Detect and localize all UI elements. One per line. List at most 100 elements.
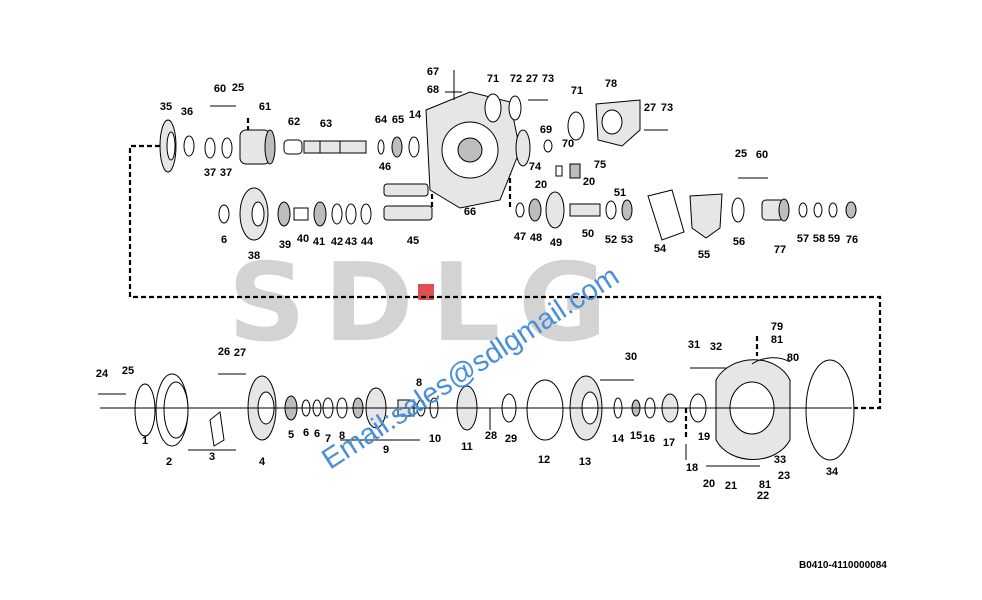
- ring-70: [543, 139, 553, 153]
- lower-assembly: [98, 357, 855, 467]
- ring-52: [605, 200, 617, 220]
- callout-c73a: 73: [542, 73, 554, 85]
- callout-c69: 69: [540, 124, 552, 136]
- callout-c11: 11: [461, 441, 473, 453]
- callout-c61: 61: [259, 101, 271, 113]
- callout-c71b: 71: [571, 85, 583, 97]
- watermark: SDLG: [228, 241, 607, 366]
- sleeve-40: [293, 207, 309, 221]
- callout-c27b: 27: [644, 102, 656, 114]
- ring-37a: [204, 137, 216, 159]
- ring-47: [515, 202, 525, 218]
- callout-c21: 21: [725, 480, 737, 492]
- callout-c42: 42: [331, 236, 343, 248]
- oring-12: [526, 379, 564, 441]
- callout-c27a: 27: [526, 73, 538, 85]
- callout-c25a: 25: [232, 82, 244, 94]
- bearing-48: [528, 198, 542, 222]
- sleeve-62: [283, 139, 303, 155]
- gasket-54: [647, 189, 685, 241]
- callout-c68: 68: [427, 84, 439, 96]
- callout-c64: 64: [375, 114, 388, 126]
- bearing-53: [621, 199, 633, 221]
- callout-c27c: 27: [234, 347, 246, 359]
- callout-c28: 28: [485, 430, 497, 442]
- callout-c44: 44: [361, 236, 374, 248]
- upper-assembly: [159, 70, 857, 241]
- callout-c16: 16: [643, 433, 655, 445]
- ring-42: [331, 203, 343, 225]
- callout-c37b: 37: [220, 167, 232, 179]
- shaft-45: [383, 205, 433, 221]
- callout-c34: 34: [826, 466, 839, 478]
- callout-c75: 75: [594, 159, 606, 171]
- callout-c29: 29: [505, 433, 517, 445]
- callout-c45: 45: [407, 235, 419, 247]
- callout-c20c: 20: [703, 478, 715, 490]
- callout-c79: 79: [771, 321, 783, 333]
- callout-c55: 55: [698, 249, 710, 261]
- callout-c17: 17: [663, 437, 675, 449]
- callout-c43: 43: [345, 236, 357, 248]
- callout-c60b: 60: [756, 149, 768, 161]
- callout-c62: 62: [288, 116, 300, 128]
- callout-c74: 74: [529, 161, 542, 173]
- assembly-connector: [128, 144, 882, 410]
- callout-c25b: 25: [735, 148, 747, 160]
- gear-35-hub: [166, 131, 176, 161]
- callout-c81b: 81: [759, 479, 771, 491]
- plate-71a: [484, 93, 502, 123]
- callout-c66: 66: [464, 206, 476, 218]
- callout-c33: 33: [774, 454, 786, 466]
- callout-c20b: 20: [583, 176, 595, 188]
- callout-c54: 54: [654, 243, 667, 255]
- callout-c80: 80: [787, 352, 799, 364]
- callout-c58: 58: [813, 233, 825, 245]
- callout-c18: 18: [686, 462, 698, 474]
- shaft-50: [569, 203, 601, 217]
- plate-71b: [567, 111, 585, 141]
- ring-57: [798, 202, 808, 218]
- plate-1: [134, 383, 156, 437]
- callout-c35: 35: [160, 101, 172, 113]
- callout-c65: 65: [392, 114, 404, 126]
- ring-37b: [221, 137, 233, 159]
- cover-55: [689, 193, 723, 239]
- ring-64: [377, 139, 385, 155]
- callout-c22: 22: [757, 490, 769, 502]
- bearing-39: [277, 201, 291, 227]
- callout-c67: 67: [427, 66, 439, 78]
- callout-c51: 51: [614, 187, 626, 199]
- bearing-41: [313, 201, 327, 227]
- ring-6a: [218, 204, 230, 224]
- callout-c3: 3: [209, 451, 215, 463]
- callout-c60a: 60: [214, 83, 226, 95]
- callout-c6b: 6: [303, 427, 309, 439]
- callout-c39: 39: [279, 239, 291, 251]
- callout-c19: 19: [698, 431, 710, 443]
- callout-c25c: 25: [122, 365, 134, 377]
- nut-76: [845, 201, 857, 219]
- callout-c5: 5: [288, 429, 294, 441]
- callout-c78: 78: [605, 78, 617, 90]
- callout-c2: 2: [166, 456, 172, 468]
- callout-c53: 53: [621, 234, 633, 246]
- callout-c12: 12: [538, 454, 550, 466]
- callout-c1: 1: [142, 435, 148, 447]
- callout-c4: 4: [259, 456, 266, 468]
- callout-c23: 23: [778, 470, 790, 482]
- callout-c48: 48: [530, 232, 542, 244]
- callout-c6a: 6: [221, 234, 227, 246]
- ring-44: [360, 203, 372, 225]
- shaft-63: [303, 140, 367, 154]
- callout-c63: 63: [320, 118, 332, 130]
- callout-c7: 7: [325, 433, 331, 445]
- callout-c9: 9: [383, 444, 389, 456]
- ring-58: [813, 202, 823, 218]
- callout-c70: 70: [562, 138, 574, 150]
- callout-c14b: 14: [612, 433, 625, 445]
- callout-c52: 52: [605, 234, 617, 246]
- callout-c41: 41: [313, 236, 325, 248]
